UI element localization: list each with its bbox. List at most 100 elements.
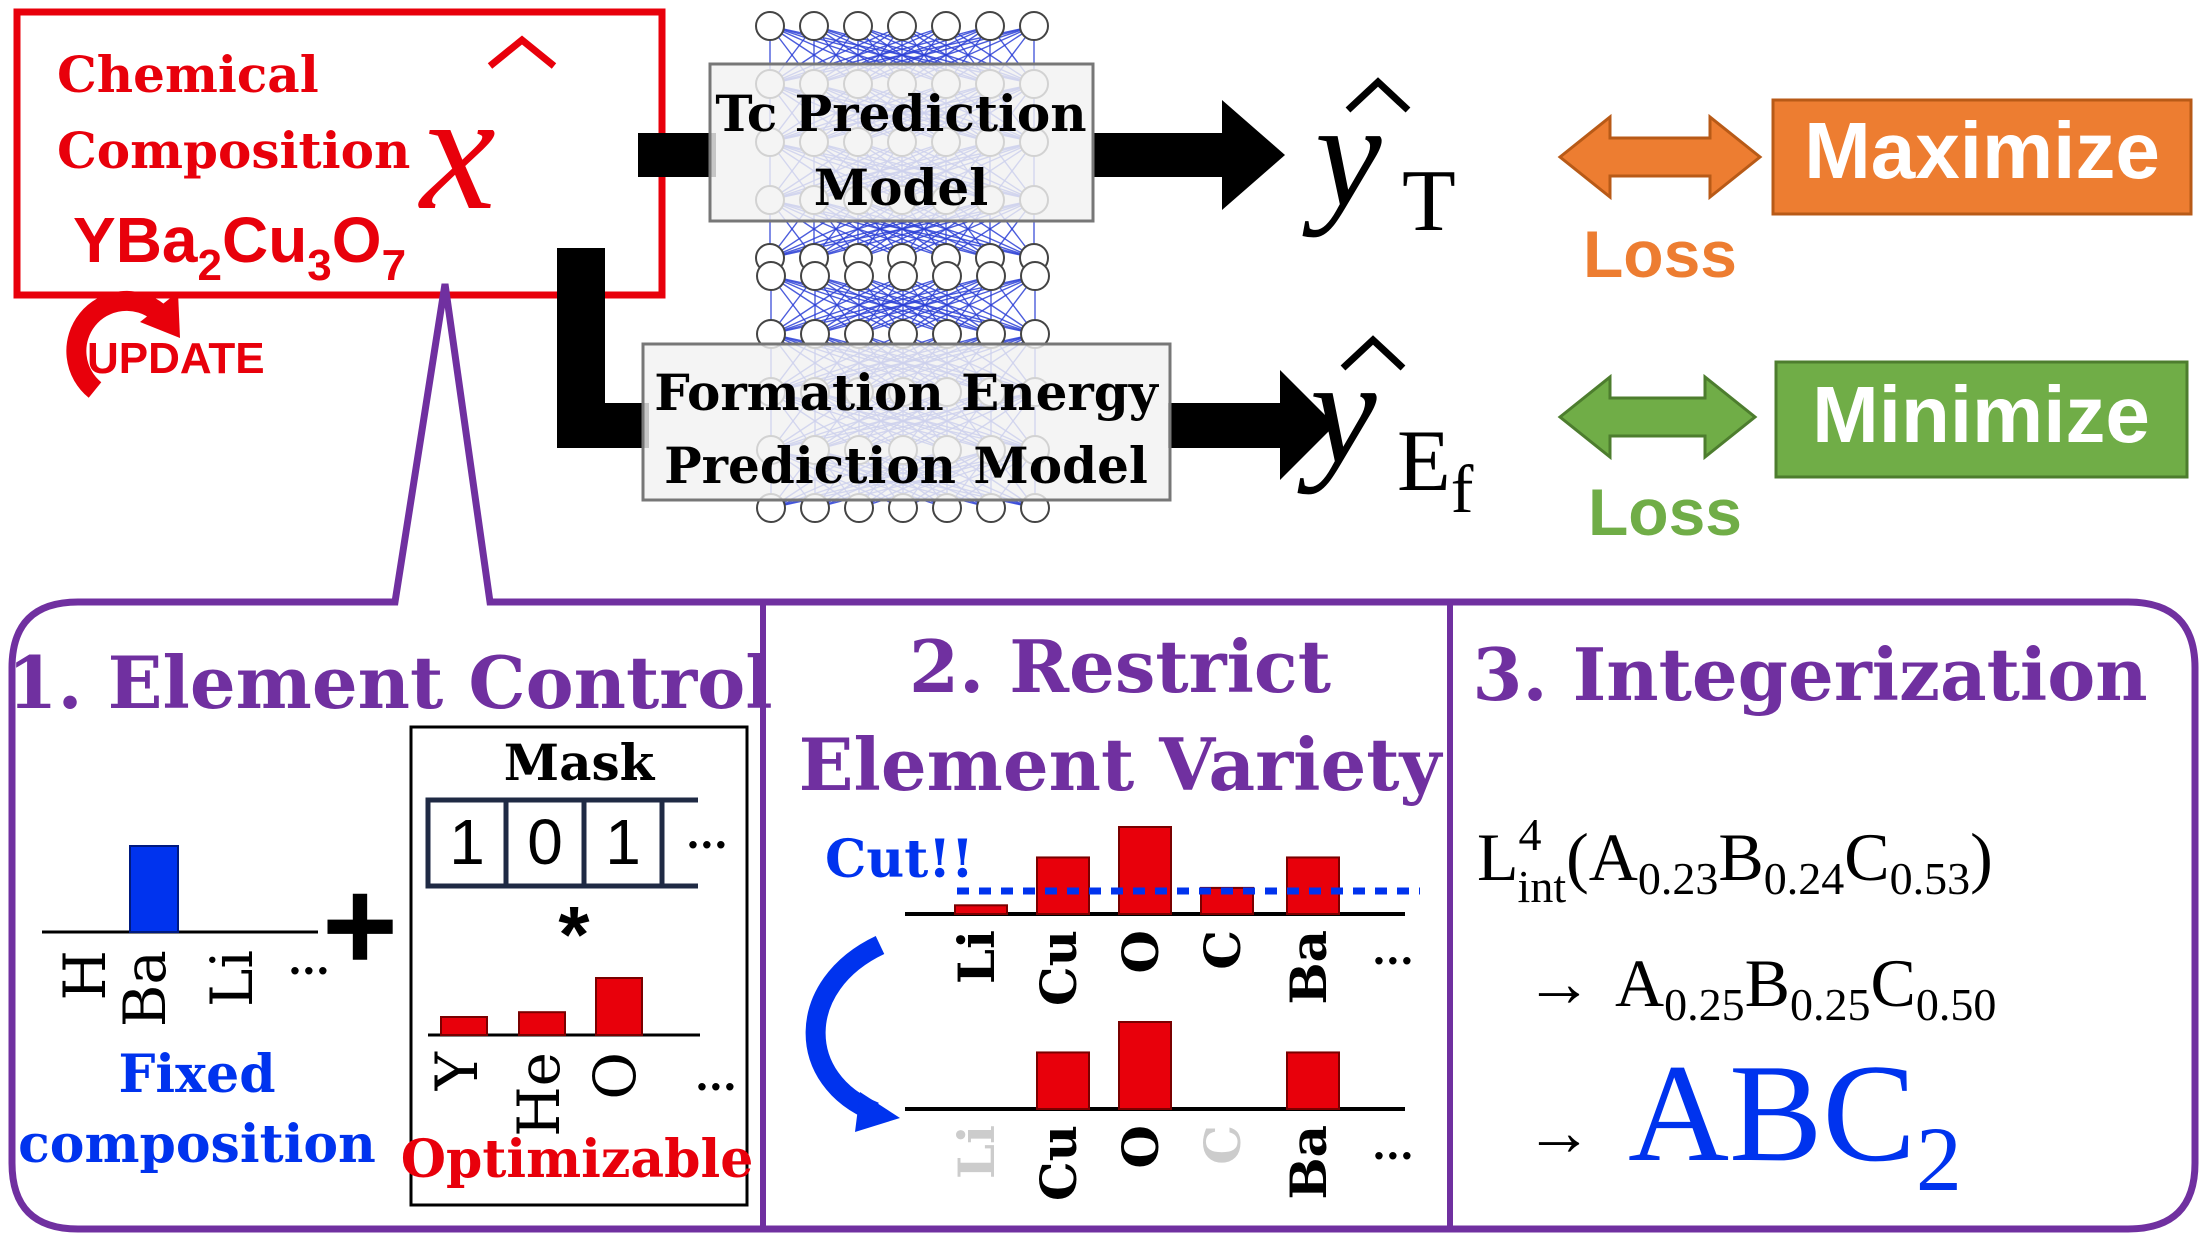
opt-bar-o <box>595 977 643 1036</box>
x-hat-symbol: x <box>417 57 495 245</box>
after-bar-o <box>1118 1021 1172 1110</box>
after-element-o: O <box>1111 1125 1170 1169</box>
before-element-li: Li <box>947 930 1006 984</box>
integerization-final-arrow: → <box>1525 1094 1593 1170</box>
optimizable-label: Optimizable <box>401 1129 754 1190</box>
mask-cells <box>425 797 698 889</box>
network-node <box>887 11 917 41</box>
after-element-ellipsis: ... <box>1372 1122 1414 1169</box>
after-element-c: C <box>1193 1125 1252 1165</box>
loss-label-bottom: Loss <box>1588 475 1742 549</box>
after-element-li: Li <box>947 1125 1006 1179</box>
network-edge <box>770 275 860 335</box>
x-hat-caret <box>487 35 557 69</box>
opt-element-o: O <box>581 1052 649 1100</box>
after-bar-cu <box>1036 1051 1090 1110</box>
y-hat-t: y T <box>1302 72 1456 250</box>
fixed-bar-ba <box>129 845 179 933</box>
fixed-element-ellipsis: ... <box>288 937 330 984</box>
arrow-to-fe-model <box>557 248 649 448</box>
network-node <box>844 261 874 291</box>
loss-label-top: Loss <box>1583 217 1737 291</box>
opt-bar-y <box>440 1016 488 1036</box>
network-node <box>843 11 873 41</box>
fixed-label-line2: composition <box>18 1114 376 1175</box>
loss-double-arrow-bottom <box>1557 373 1758 461</box>
fixed-label-line1: Fixed <box>118 1044 275 1105</box>
opt-element-y: Y <box>423 1051 491 1091</box>
before-bar-cu <box>1036 856 1090 916</box>
network-edge <box>770 275 948 335</box>
opt-element-ellipsis: ... <box>695 1053 737 1100</box>
cut-label: Cut!! <box>825 829 974 890</box>
y-hat-ef: y Ef <box>1297 329 1474 527</box>
restrict-curved-arrow <box>805 935 885 1122</box>
network-node <box>799 11 829 41</box>
before-bar-o <box>1118 826 1172 915</box>
before-element-o: O <box>1111 930 1170 974</box>
before-element-c: C <box>1193 930 1252 970</box>
network-node <box>755 11 785 41</box>
opt-bar-he <box>518 1011 566 1037</box>
mask-value-3: 1 <box>605 806 641 878</box>
fe-model-box <box>641 342 1172 502</box>
svg-text:y: y <box>1297 329 1377 495</box>
update-label: UPDATE <box>87 334 265 383</box>
process-panel <box>8 283 2199 1233</box>
integerization-rounded-expression: →A0.25B0.25C0.50 <box>1525 945 1996 1030</box>
restrict-arrow-head <box>855 1092 900 1132</box>
network-node <box>932 261 962 291</box>
minimize-label: Minimize <box>1812 370 2150 459</box>
panel2-title-line2: Element Variety <box>799 722 1444 807</box>
after-element-cu: Cu <box>1029 1125 1088 1201</box>
composition-label-line1: Chemical <box>57 45 319 104</box>
panel2-title-line1: 2. Restrict <box>909 624 1331 709</box>
arrow-tc-to-yt <box>1092 100 1285 210</box>
optimizable-frame <box>409 725 749 1207</box>
panel3-title: 3. Integerization <box>1472 632 2147 717</box>
network-node <box>800 261 830 291</box>
mask-value-1: 1 <box>449 806 485 878</box>
before-element-cu: Cu <box>1029 930 1088 1006</box>
fe-model-line1: Formation Energy <box>654 363 1160 422</box>
minimize-box <box>1774 360 2189 479</box>
maximize-label: Maximize <box>1804 106 2160 195</box>
fe-model-line2: Prediction Model <box>664 436 1148 495</box>
network-edge <box>946 275 1036 335</box>
after-bar-ba <box>1286 1051 1340 1110</box>
maximize-box <box>1771 98 2193 216</box>
before-element-ba: Ba <box>1279 930 1338 1005</box>
formula-ybco: YBa2Cu3O7 <box>73 204 406 290</box>
before-element-ellipsis: ... <box>1372 927 1414 974</box>
network-node <box>1020 261 1050 291</box>
tc-model-line1: Tc Prediction <box>715 84 1086 143</box>
panel1-title: 1. Element Control <box>7 640 772 725</box>
plus-sign: + <box>322 852 398 998</box>
network-node <box>1019 11 1049 41</box>
network-edge <box>902 275 1036 335</box>
composition-label-line2: Composition <box>57 121 410 180</box>
svg-text:y: y <box>1302 72 1382 238</box>
update-arrow-icon <box>66 290 180 398</box>
mask-title: Mask <box>504 733 656 792</box>
integerization-final-formula: ABC2 <box>1628 1036 1962 1210</box>
mask-ellipsis: ... <box>686 811 728 858</box>
before-bar-ba <box>1286 856 1340 916</box>
after-element-ba: Ba <box>1279 1125 1338 1200</box>
mask-value-2: 0 <box>527 806 563 878</box>
fixed-element-li: Li <box>198 950 266 1007</box>
svg-text:Ef: Ef <box>1397 413 1474 527</box>
tc-model-line2: Model <box>814 158 988 217</box>
network-edge <box>770 275 904 335</box>
multiply-asterisk: * <box>558 890 590 979</box>
network-node <box>976 261 1006 291</box>
network-node <box>756 261 786 291</box>
arrow-to-tc-model <box>638 133 716 177</box>
svg-text:T: T <box>1402 153 1456 250</box>
before-bar-li <box>954 904 1008 915</box>
arrow-fe-to-yef <box>1168 370 1335 480</box>
fixed-element-h: H <box>51 950 119 1001</box>
network-node <box>888 261 918 291</box>
